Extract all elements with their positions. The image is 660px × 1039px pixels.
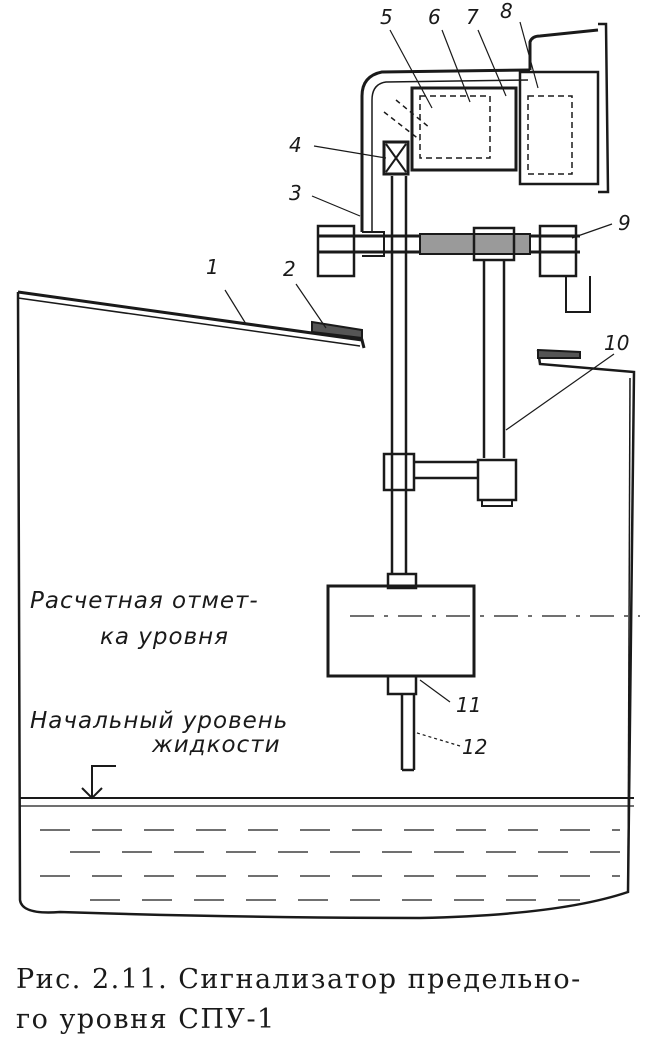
- label-11: 11: [456, 693, 481, 717]
- liquid-surface: [20, 797, 634, 901]
- label-10: 10: [604, 331, 629, 355]
- gasket-left: [311, 320, 363, 340]
- figure-caption-line2: го уровня СПУ-1: [16, 1004, 276, 1035]
- design-level-text-1: Расчетная отмет-: [30, 588, 259, 614]
- label-2: 2: [283, 257, 296, 281]
- housing: [360, 22, 610, 232]
- guide-tube: [382, 260, 518, 507]
- switch-block: [383, 86, 518, 172]
- figure-caption-line1: Рис. 2.11. Сигнализатор предельно-: [16, 964, 582, 995]
- label-3: 3: [289, 181, 302, 205]
- label-4: 4: [289, 133, 302, 157]
- design-level-text-2: ка уровня: [100, 624, 229, 650]
- label-5: 5: [380, 5, 393, 29]
- leader-lines: [224, 21, 615, 747]
- float: [326, 572, 476, 696]
- initial-level-text-1: Начальный уровень: [30, 708, 288, 734]
- rod: [390, 176, 416, 772]
- label-9: 9: [618, 211, 631, 235]
- level-marker-arrow: [81, 765, 116, 800]
- tank: [16, 290, 636, 920]
- connector-box: [527, 95, 573, 175]
- label-12: 12: [462, 735, 487, 759]
- label-1: 1: [206, 255, 219, 279]
- label-8: 8: [500, 0, 513, 23]
- magnet: [382, 140, 410, 176]
- gasket-right: [537, 348, 581, 359]
- mounting-flange: [316, 224, 591, 313]
- initial-level-text-2: жидкости: [151, 732, 281, 758]
- label-7: 7: [466, 5, 479, 29]
- label-6: 6: [428, 5, 441, 29]
